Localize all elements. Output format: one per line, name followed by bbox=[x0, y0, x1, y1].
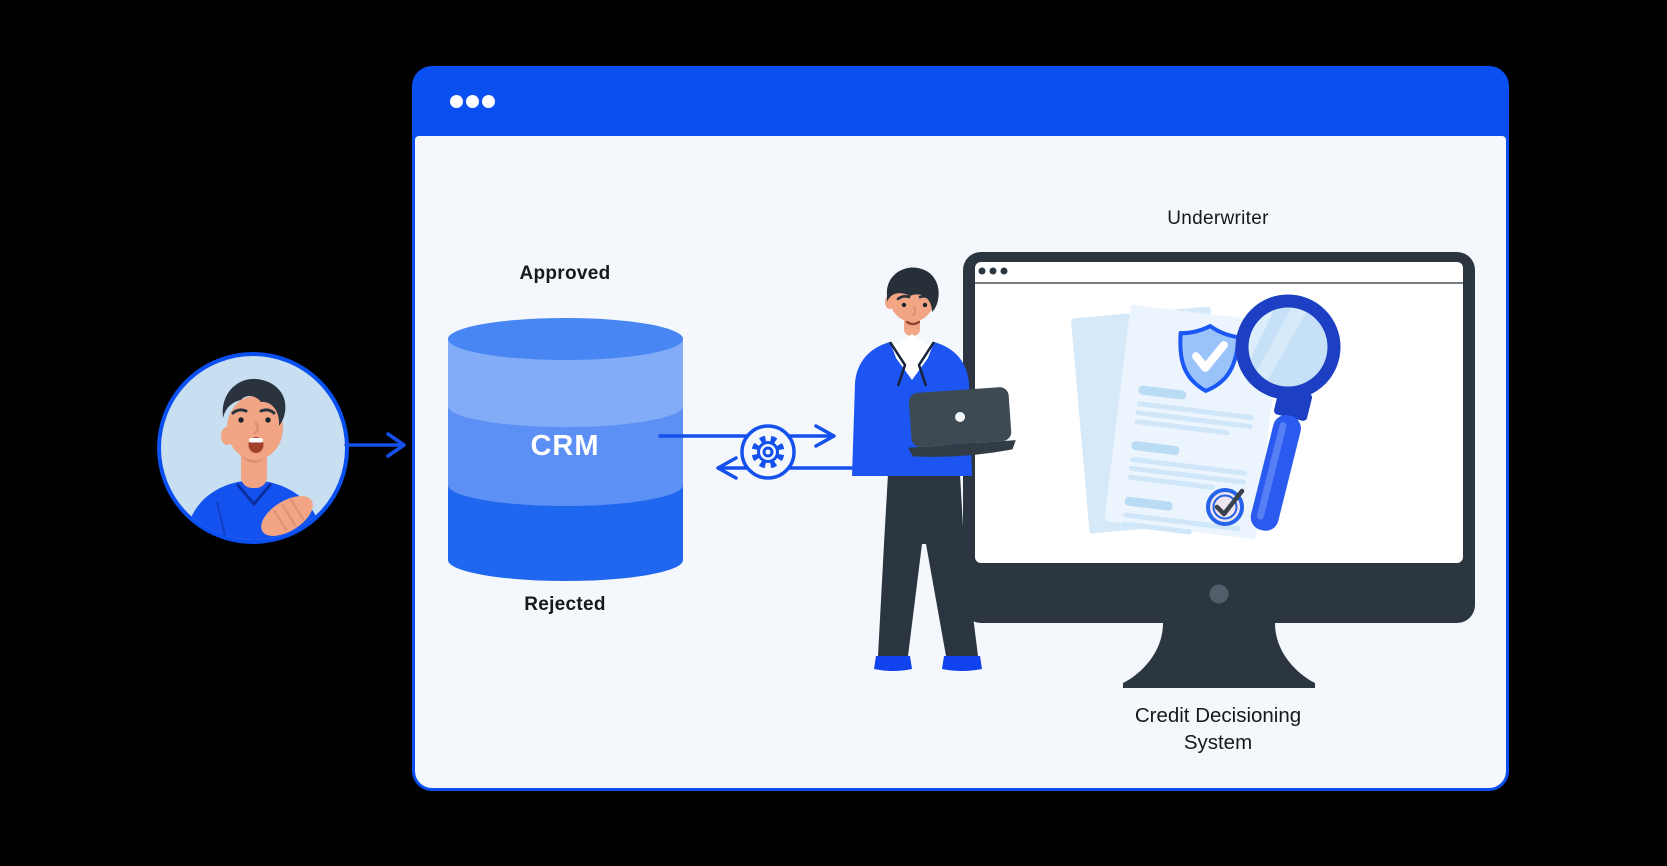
customer-avatar-illustration bbox=[185, 378, 323, 540]
document-front bbox=[1104, 304, 1282, 540]
magnifier-icon bbox=[1235, 294, 1341, 531]
approved-label: Approved bbox=[519, 263, 611, 284]
laptop bbox=[908, 387, 1016, 457]
credit-decisioning-system-label: Credit Decisioning System bbox=[1134, 704, 1302, 754]
monitor-camera-dot bbox=[1209, 584, 1229, 604]
underwriter-label: Underwriter bbox=[1167, 208, 1269, 229]
credit-decisioning-monitor bbox=[963, 252, 1475, 688]
crm-label: CRM bbox=[530, 430, 600, 462]
monitor-browser-dots-icon bbox=[978, 267, 1008, 275]
rejected-label: Rejected bbox=[524, 594, 606, 615]
crm-database-cylinder bbox=[448, 318, 683, 581]
window-dot-icon bbox=[450, 95, 463, 108]
gear-icon bbox=[751, 435, 785, 469]
underwriter-illustration bbox=[852, 267, 1016, 671]
stamp-check-icon bbox=[1206, 488, 1245, 526]
window-control-dots-icon bbox=[450, 95, 495, 108]
flow-arrow-icon bbox=[344, 432, 406, 458]
raised-hand bbox=[261, 496, 313, 536]
window-dot-icon bbox=[466, 95, 479, 108]
shield-check-icon bbox=[1178, 324, 1241, 393]
browser-window: Approved Rejected CRM Un bbox=[412, 66, 1509, 791]
monitor-stand bbox=[1123, 623, 1315, 688]
customer-avatar bbox=[157, 352, 349, 544]
window-dot-icon bbox=[482, 95, 495, 108]
gear-sync-icon bbox=[658, 424, 866, 480]
